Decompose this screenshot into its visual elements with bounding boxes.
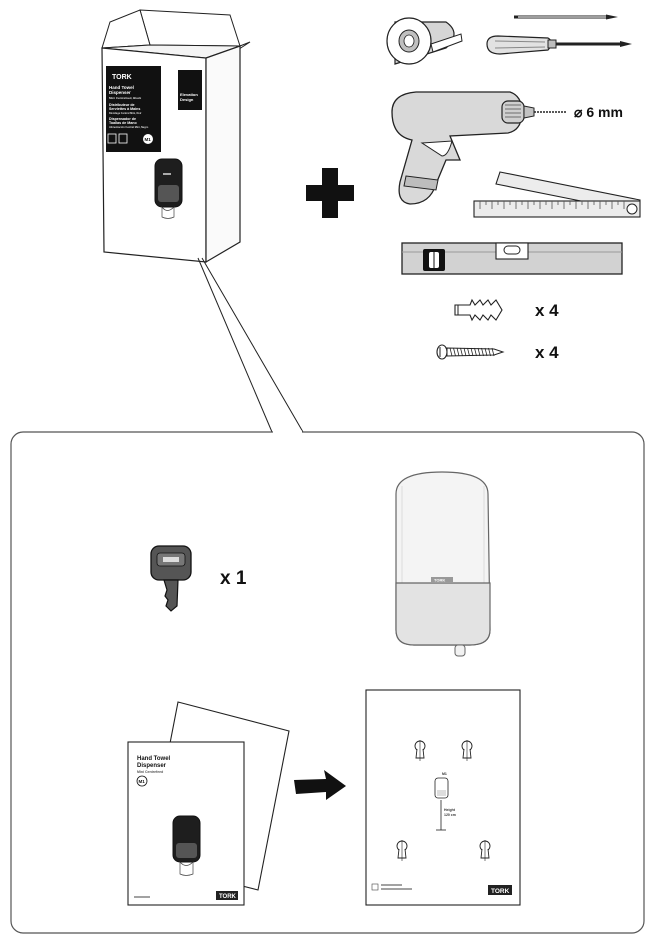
box-dispenser-logo [163,173,171,175]
leaflet-system-code: M1 [139,779,146,784]
box-de-1: Dispensador de [109,117,136,121]
spirit-level-icon [401,242,623,275]
box-system-badge [143,134,153,144]
box-badge-2: Design [180,97,194,102]
box-dispenser-window [158,185,179,202]
box-flap-back [139,9,241,47]
callout-line-right [201,257,304,433]
keyhole-top-left [414,740,426,761]
dispenser-icon: TORK [395,471,491,657]
box-icon-2 [118,133,128,144]
screw-threads [449,347,495,357]
key-quantity: x 1 [220,568,247,589]
arrow-right-icon [294,770,346,800]
box-side [205,45,241,264]
keyhole-bottom-left [396,840,408,861]
product-box: TORK Hand Towel Dispenser Mini Centrefee… [101,9,251,264]
template-system-code: M1 [442,772,447,776]
leaflet-title-2: Dispenser [137,763,167,769]
box-title-2: Dispenser [109,90,131,95]
template-brand: TORK [491,888,510,895]
box-fr-2: Serviettes à Mains [109,107,140,111]
screw-quantity: x 4 [535,343,559,362]
dispenser-brand: TORK [434,578,445,583]
box-de-3: Alimentación Central Mini, Negro [109,126,149,129]
tape-icon [386,17,463,65]
contents-panel [10,431,645,934]
keyhole-top-right [461,740,473,761]
template-height-1: Height [444,808,456,812]
box-fr-3: Dévidage Central Mini, Noir [109,112,142,115]
screw-icon [436,344,505,360]
box-system-code: M1 [145,137,152,142]
box-title-1: Hand Towel [109,85,134,90]
instruction-leaflet: Hand Towel Dispenser Mini Centrefeed M1 … [127,741,245,906]
wall-plug-quantity: x 4 [535,301,559,320]
leaflet-brand: TORK [219,894,237,900]
box-badge-1: Elevation [180,92,198,97]
box-badge [178,70,202,110]
key-icon [150,545,192,612]
folding-ruler-icon [473,171,641,218]
leaflet-title-3: Mini Centrefeed [137,770,163,774]
box-towel-tail [161,205,175,219]
box-title-3: Mini Centrefeed, Black [109,96,142,100]
drill-bit-size: ⌀ 6 mm [574,104,623,120]
box-icon-1 [107,133,117,144]
wall-plug-icon [454,298,503,322]
keyhole-bottom-right [479,840,491,861]
screwdriver-icon [486,35,632,55]
box-brand: TORK [112,74,132,81]
drilling-template: M1 Height 120 cm TORK [365,689,521,906]
leaflet-title-1: Hand Towel [137,756,171,762]
callout-line-left [197,257,273,433]
pencil-icon [514,14,618,20]
box-fr-1: Distributeur de [109,103,135,107]
drill-icon [391,91,566,205]
ruler-ticks [479,201,625,209]
plus-icon [306,168,354,218]
box-de-2: Toallas de Mano [109,121,137,125]
template-height-2: 120 cm [444,813,456,817]
